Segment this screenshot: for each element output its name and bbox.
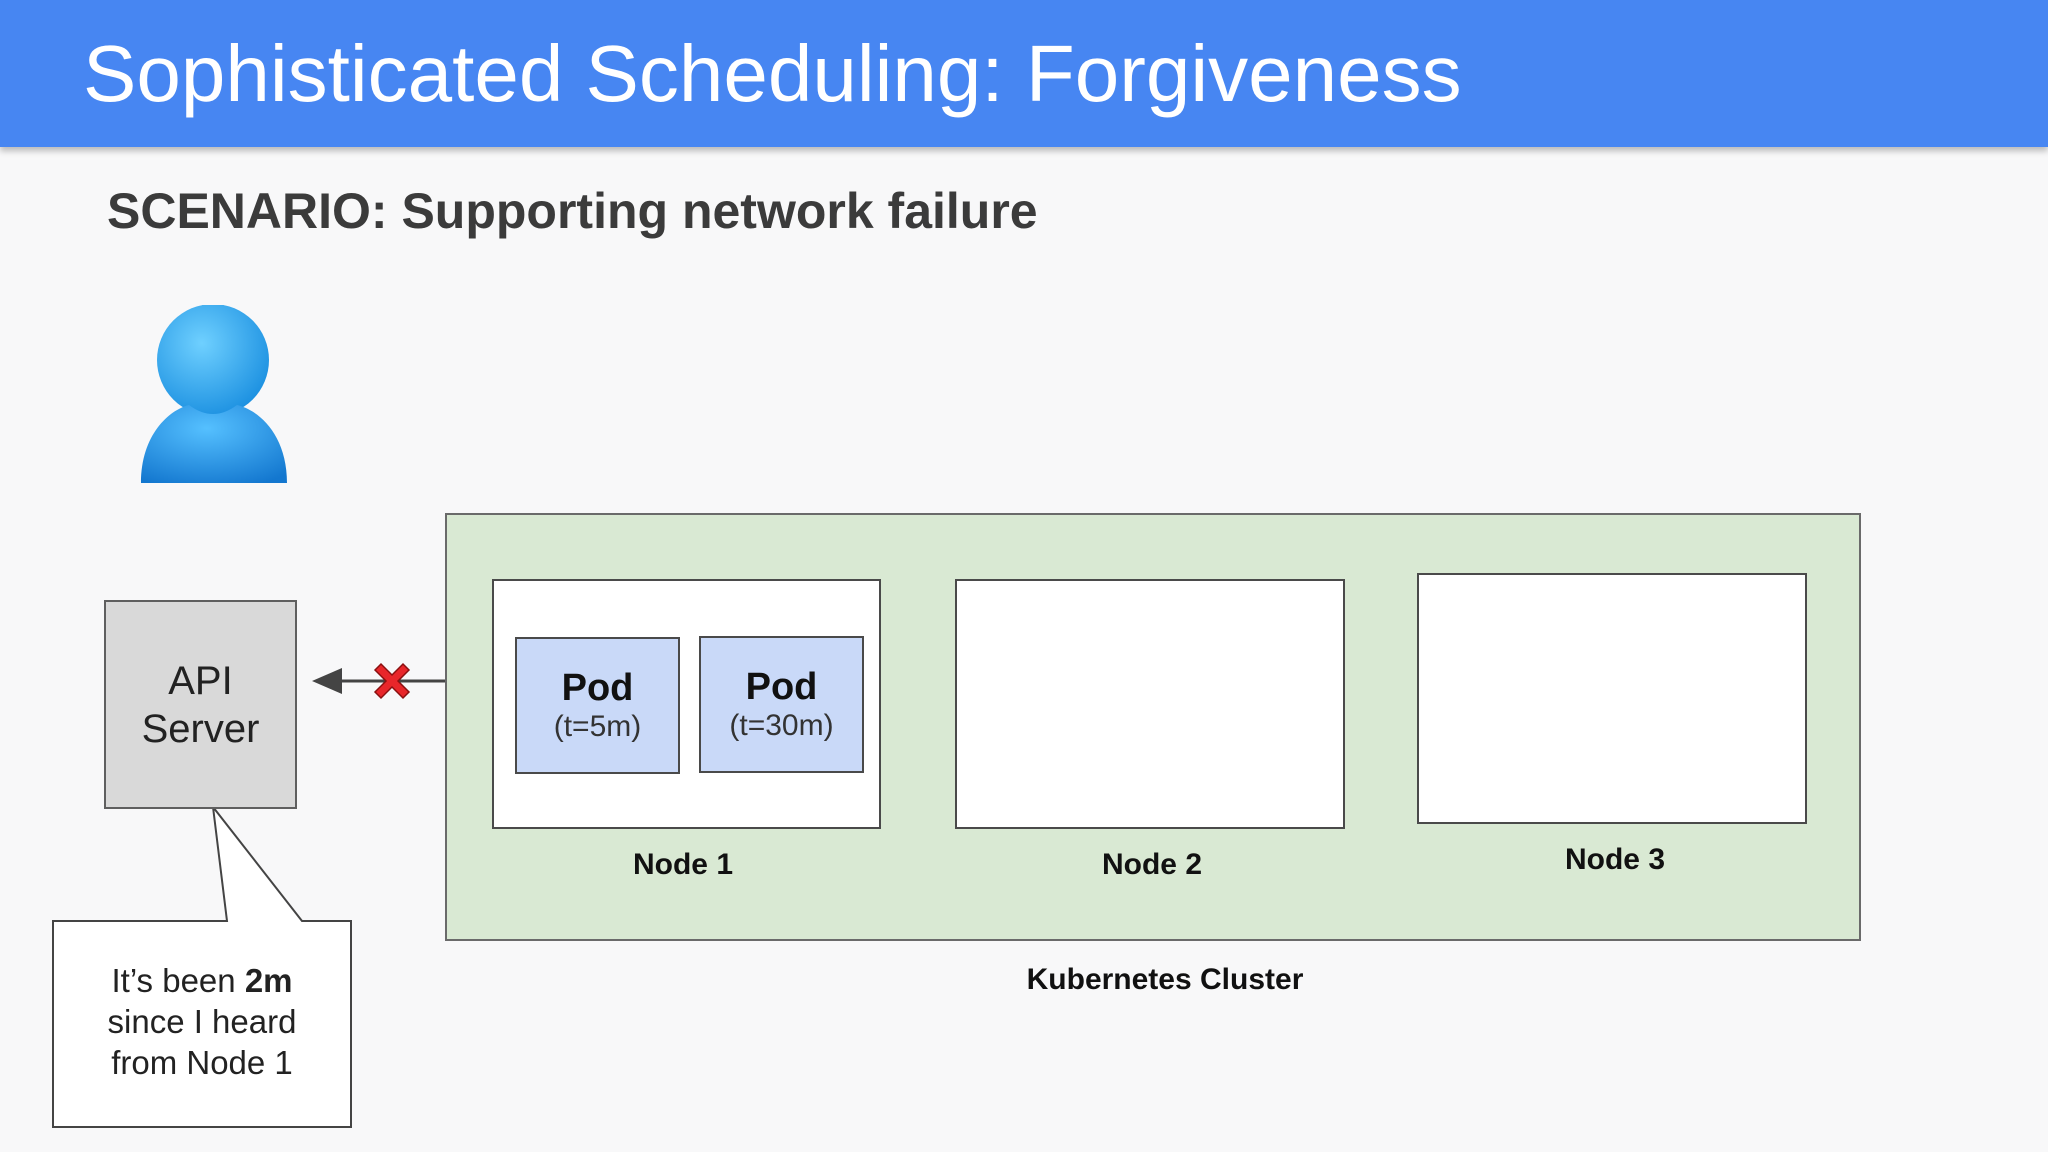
node-3-box [1417,573,1807,824]
node-1-box: Pod (t=5m) Pod (t=30m) [492,579,881,829]
slide-title: Sophisticated Scheduling: Forgiveness [83,29,1462,118]
pod-1: Pod (t=5m) [515,637,680,774]
node-2-box [955,579,1345,829]
callout-text: It’s been 2m since I heard from Node 1 [54,960,350,1083]
api-server-label-line2: Server [141,706,260,751]
pod-1-name: Pod [561,667,634,709]
node-2-label: Node 2 [1101,848,1203,881]
cluster-label: Kubernetes Cluster [1026,963,1304,996]
red-x-icon [373,662,411,700]
pod-2: Pod (t=30m) [699,636,864,773]
callout-emphasis: 2m [244,962,293,999]
node-1-label: Node 1 [632,848,734,881]
pod-1-toleration: (t=5m) [553,710,642,743]
arrow-head [312,668,342,694]
slide-subtitle: SCENARIO: Supporting network failure [107,183,1038,239]
title-bar: Sophisticated Scheduling: Forgiveness [0,0,2048,147]
pod-2-name: Pod [745,666,818,708]
callout-bubble [52,803,352,1128]
pod-2-toleration: (t=30m) [729,709,834,742]
callout-line3: from Node 1 [111,1044,293,1081]
api-server-label-line1: API [168,658,233,703]
user-icon [141,305,287,483]
api-server-box: API Server [104,600,297,809]
callout-line1: It’s been 2m [111,962,293,999]
node-3-label: Node 3 [1564,843,1666,876]
callout-line2: since I heard [107,1003,297,1040]
